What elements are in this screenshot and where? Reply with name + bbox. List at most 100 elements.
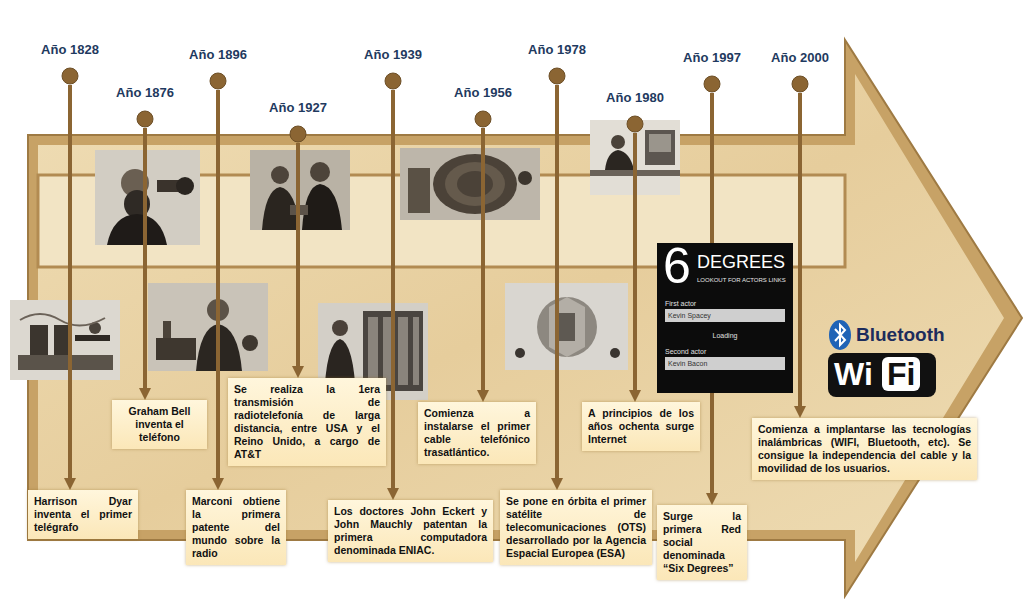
year-label: Año 2000 (771, 50, 829, 66)
logo-word-box: DEGREES (697, 252, 785, 272)
timeline-marker: Año 1978 (528, 42, 586, 85)
year-label: Año 1978 (528, 42, 586, 58)
timeline-dot (289, 125, 307, 143)
event-text: Marconi obtiene la primera patente del m… (192, 495, 280, 560)
timeline-dot (791, 75, 809, 93)
timeline-dot-circle (704, 76, 720, 92)
wifi-logo: Fi (887, 357, 915, 391)
event-text: Graham Bell inventa el teléfono (118, 405, 201, 444)
event-box: Se pone en órbita el primer satélite de … (500, 490, 652, 565)
bluetooth-logo: Bluetooth (856, 323, 945, 347)
status-label-box: Loading (657, 331, 793, 340)
field-label-box: Second actor (665, 347, 706, 356)
marconi-photo (148, 283, 268, 371)
timeline-marker: Año 1927 (269, 100, 327, 143)
event-text: Comienza a implantarse las tecnologías i… (758, 423, 971, 475)
telegraph-photo (10, 300, 120, 380)
event-box: Se realiza la 1era transmisión de radiot… (228, 378, 386, 466)
bluetooth-symbol (829, 320, 851, 350)
field-label: First actor (665, 299, 696, 308)
timeline-connector (481, 128, 485, 394)
year-label: Año 1980 (606, 90, 664, 106)
timeline-marker: Año 1876 (116, 85, 174, 128)
timeline-dot-circle (62, 68, 78, 84)
timeline-dot-circle (290, 126, 306, 142)
event-text: Se pone en órbita el primer satélite de … (506, 495, 646, 560)
wireless-logos: BluetoothWi Fi (826, 320, 962, 400)
timeline-dot (136, 110, 154, 128)
event-box: Graham Bell inventa el teléfono (112, 400, 207, 449)
timeline-connector (798, 93, 802, 410)
timeline-dot-circle (549, 68, 565, 84)
event-box: Comienza a instalarse el primer cable te… (418, 402, 536, 464)
timeline-dot (548, 67, 566, 85)
year-label: Año 1828 (41, 42, 99, 58)
tagline: LOOKOUT FOR ACTORS LINKS (697, 276, 786, 284)
event-box: Surge la primera Red social denominada “… (657, 505, 747, 580)
event-text: A principios de los años ochenta surge I… (588, 407, 694, 446)
timeline-connector (68, 85, 72, 482)
timeline-marker: Año 1939 (364, 47, 422, 90)
logo-number: 6 (663, 241, 691, 291)
timeline-marker: Año 1997 (683, 50, 741, 93)
year-label: Año 1896 (189, 47, 247, 63)
field-label: Second actor (665, 347, 706, 356)
timeline-dot-circle (385, 73, 401, 89)
input-field-box: Kevin Spacey (665, 309, 785, 322)
timeline-connector (143, 128, 147, 392)
timeline-dot (209, 72, 227, 90)
tagline-box: LOOKOUT FOR ACTORS LINKS (697, 276, 786, 284)
timeline-dot-circle (475, 111, 491, 127)
timeline-dot (384, 72, 402, 90)
event-box: Harrison Dyar inventa el primer telégraf… (28, 490, 138, 539)
event-box: A principios de los años ochenta surge I… (582, 402, 700, 451)
input-field-box: Kevin Bacon (665, 357, 785, 370)
year-label: Año 1876 (116, 85, 174, 101)
timeline-connector (296, 143, 300, 370)
timeline-arrow (28, 40, 1022, 596)
bell-photo (95, 150, 200, 245)
cable-photo (400, 148, 540, 220)
timeline-connector (633, 133, 637, 394)
timeline-dot-circle (210, 73, 226, 89)
wifi-logo: Wi (834, 355, 873, 393)
year-label: Año 1956 (454, 85, 512, 101)
timeline-marker: Año 1896 (189, 47, 247, 90)
event-box: Comienza a implantarse las tecnologías i… (752, 418, 977, 480)
event-text: Harrison Dyar inventa el primer telégraf… (34, 495, 132, 534)
event-text: Se realiza la 1era transmisión de radiot… (234, 383, 380, 461)
timeline-marker: Año 1980 (606, 90, 664, 133)
event-text: Comienza a instalarse el primer cable te… (424, 407, 530, 459)
logo-number-box: 6 (663, 241, 691, 291)
timeline-dot-circle (792, 76, 808, 92)
timeline-marker: Año 1956 (454, 85, 512, 128)
timeline-dot (703, 75, 721, 93)
year-label: Año 1927 (269, 100, 327, 116)
event-text: Surge la primera Red social denominada “… (663, 510, 741, 575)
wifi-logo-box: Wi (834, 355, 873, 393)
status-label: Loading (657, 331, 793, 340)
field-label-box: First actor (665, 299, 696, 308)
timeline-arrow-inner (38, 74, 1004, 562)
input-field: Kevin Bacon (668, 357, 785, 370)
timeline-connector (555, 85, 559, 482)
bluetooth-logo-box: Bluetooth (856, 323, 945, 347)
input-field: Kevin Spacey (668, 309, 785, 322)
timeline-dot-circle (137, 111, 153, 127)
year-label: Año 1997 (683, 50, 741, 66)
satellite-photo (505, 283, 628, 370)
social-network-screenshot: 6 DEGREES LOOKOUT FOR ACTORS LINKS First ac… (657, 243, 793, 393)
timeline-dot-circle (627, 116, 643, 132)
timeline-marker: Año 1828 (41, 42, 99, 85)
event-text: Los doctores John Eckert y John Mauchly … (334, 505, 487, 557)
event-box: Marconi obtiene la primera patente del m… (186, 490, 286, 565)
timeline-connector (216, 90, 220, 482)
wifi-logo-box: Fi (882, 357, 920, 391)
timeline-marker: Año 2000 (771, 50, 829, 93)
event-box: Los doctores John Eckert y John Mauchly … (328, 500, 493, 562)
timeline-connector (391, 90, 395, 492)
timeline-dot (61, 67, 79, 85)
logo-word: DEGREES (697, 252, 785, 272)
timeline-dot (626, 115, 644, 133)
